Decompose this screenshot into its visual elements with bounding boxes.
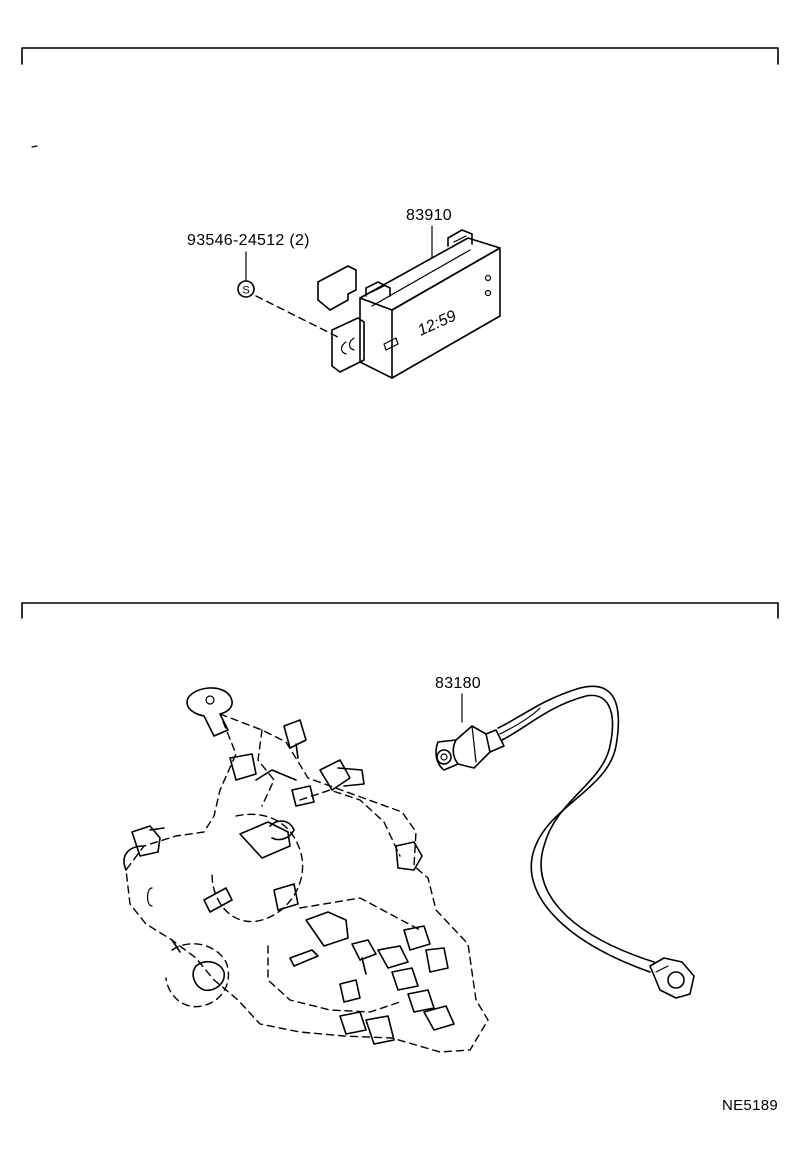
clock-part-number: 83910: [406, 207, 452, 224]
section-frame-top: [21, 47, 779, 65]
figure-id: NE5189: [722, 1097, 779, 1114]
sender-illustration: [435, 685, 695, 999]
clock-assembly-illustration: [317, 225, 501, 379]
screw-part-number: 93546-24512 (2): [187, 232, 310, 249]
clock-display-text: 12:59: [415, 308, 459, 340]
screw-marker-letter: S: [242, 285, 249, 297]
engine-pump-illustration: [123, 687, 489, 1053]
screw-marker: [237, 251, 255, 298]
section-frame-bottom: [21, 602, 779, 619]
screw-dashed-leader: [255, 295, 341, 339]
sender-part-number: 83180: [435, 675, 481, 692]
stray-mark: [31, 145, 38, 148]
